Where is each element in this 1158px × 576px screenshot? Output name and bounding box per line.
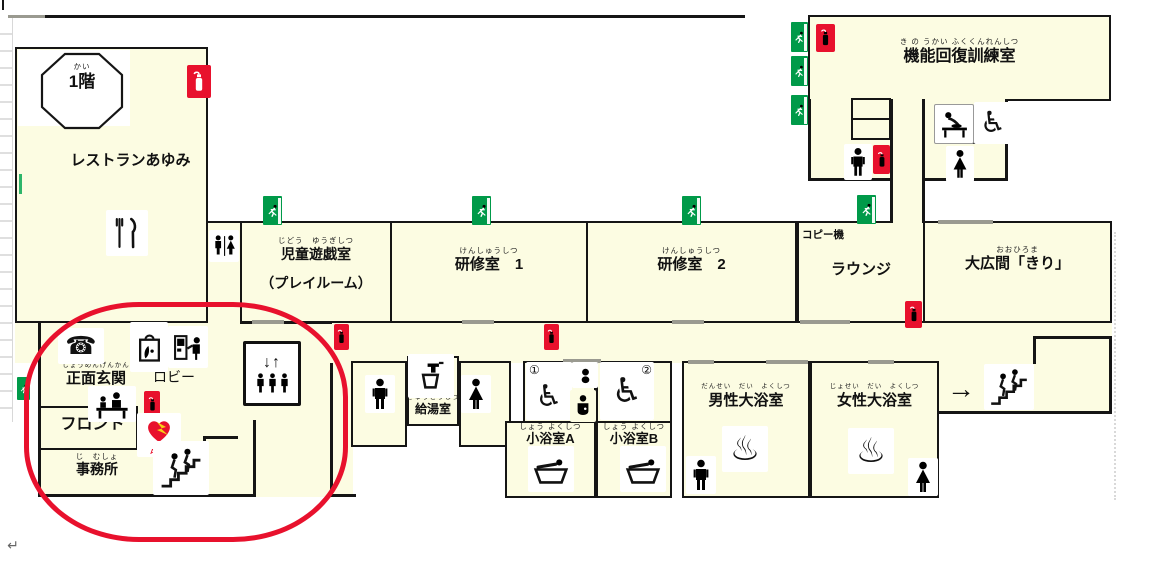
label-copier: コピー機 (802, 229, 844, 241)
direction-arrow: → (947, 373, 975, 404)
accessible-toilet-1-icon: ① ♿ (526, 362, 572, 420)
wall-top-gray (8, 15, 45, 18)
wheelchair-icon: ♿ (974, 102, 1012, 144)
stairs-icon (984, 364, 1034, 410)
label-womens-bath: 女性大浴室 (836, 392, 912, 409)
label-lobby: ロビー (153, 369, 195, 385)
fire-extinguisher-icon (144, 391, 160, 418)
wall-stairs-nook-left (1033, 336, 1036, 364)
furigana-small-bath-b: しょう よくしつ (602, 422, 666, 431)
left-ruler-strip (0, 18, 13, 422)
stairs-nook-floor (1035, 328, 1109, 364)
accessible-toilet-2-icon: ♿ ② (600, 362, 654, 420)
furigana-rehab: き の うかい ふくくんれんしつ (899, 37, 1020, 46)
exit-marker-small (19, 174, 22, 194)
exit-sign-icon (791, 95, 808, 125)
label-training1: 研修室 1 (454, 256, 524, 273)
wall-top (45, 15, 745, 18)
exit-sign-icon (857, 195, 876, 224)
wall-stairs-corridor-right (1109, 336, 1112, 414)
fire-extinguisher-icon (544, 324, 559, 350)
door-mens-bath (688, 360, 714, 364)
label-mens-bath: 男性大浴室 (708, 392, 784, 409)
mens-toilet-icon (365, 375, 395, 413)
door-baths-mid (766, 360, 808, 364)
ostomate-icon (570, 390, 596, 422)
room-lounge (797, 221, 925, 323)
furigana-womens-bath: じょせい だい よくしつ (829, 383, 920, 390)
baby-icon (572, 362, 598, 388)
unisex-toilet-icon (209, 230, 239, 262)
label-hall: 大広間「きり」 (964, 255, 1070, 272)
fire-extinguisher-icon (873, 145, 890, 174)
exit-sign-icon (472, 196, 491, 225)
door-accessible (563, 359, 601, 363)
label-lounge: ラウンジ (830, 261, 891, 278)
bath-icon (620, 446, 666, 492)
accessible-2-number: ② (641, 363, 652, 377)
fire-extinguisher-icon (187, 65, 211, 98)
room-training1 (390, 221, 588, 323)
door-hall (938, 220, 993, 224)
furigana-training2: けんしゅうしつ (661, 246, 722, 255)
stairs-icon (153, 441, 209, 495)
floor-label: 1階 (68, 72, 96, 91)
furigana-training1: けんしゅうしつ (459, 246, 519, 255)
hot-water-icon (408, 354, 454, 398)
wall-stair-hook-h (203, 436, 238, 439)
wall-stairs-corridor-bottom (937, 411, 1111, 414)
text-cursor-mark (2, 0, 4, 10)
exit-sign-icon (791, 22, 808, 52)
wall-hallway-bottom (330, 494, 356, 497)
furigana-mens-bath: だんせい だい よくしつ (701, 383, 791, 390)
furigana-hall: おおひろま (996, 245, 1039, 254)
fire-extinguisher-icon (334, 324, 349, 350)
mens-bath-marker-icon (686, 456, 716, 494)
label-playroom: 児童遊戯室 (281, 246, 351, 262)
fire-extinguisher-icon (905, 301, 922, 328)
exit-sign-icon (682, 196, 701, 225)
door-training2 (672, 320, 704, 324)
rehab-corridor-floor (893, 99, 922, 223)
wall-rehab-corridor-left (890, 99, 893, 223)
label-playroom-2: （プレイルーム） (260, 275, 372, 291)
door-womens-bath (868, 360, 894, 364)
door-lounge (800, 320, 850, 324)
restaurant-icon (106, 210, 148, 256)
door-training1 (462, 320, 494, 324)
floor-badge-octagon (40, 52, 124, 130)
vending-machine-icon (168, 326, 208, 368)
right-dotted-guide (1114, 232, 1118, 500)
floor-furigana: かい (73, 62, 91, 71)
furigana-playroom: じどう ゆうぎしつ (277, 236, 355, 245)
return-mark: ↵ (7, 537, 19, 553)
bath-icon (528, 446, 574, 492)
furigana-small-bath-a: しょう よくしつ (519, 422, 582, 431)
mens-toilet-icon (844, 144, 872, 180)
highlight-oval (24, 302, 348, 542)
label-training2: 研修室 2 (657, 256, 726, 273)
accessible-1-number: ① (529, 363, 540, 377)
womens-bath-marker-icon (908, 458, 938, 496)
womens-toilet-icon (461, 375, 491, 413)
hot-spring-icon: ♨ (848, 428, 894, 474)
wall-stairs-nook-top (1033, 336, 1111, 339)
wall-rehab-left (808, 99, 811, 181)
exit-sign-icon (791, 56, 808, 86)
exit-sign-icon (263, 196, 282, 225)
fire-extinguisher-icon (816, 24, 835, 52)
rehab-small-cell-2 (851, 118, 891, 140)
womens-toilet-icon (946, 146, 974, 182)
baby-changing-icon (934, 104, 974, 144)
label-restaurant: レストランあゆみ (70, 152, 191, 169)
label-small-bath-a: 小浴室A (526, 431, 575, 446)
room-hall-kiri (923, 221, 1112, 323)
rehab-small-cell-1 (851, 98, 891, 120)
label-kitchenette: 給湯室 (414, 402, 451, 416)
hot-spring-icon: ♨ (722, 426, 768, 472)
label-rehab: 機能回復訓練室 (903, 48, 1016, 65)
wall-lobby-bottom (38, 494, 256, 497)
label-small-bath-b: 小浴室B (609, 431, 659, 446)
wall-rehab-corridor-right (922, 99, 925, 223)
